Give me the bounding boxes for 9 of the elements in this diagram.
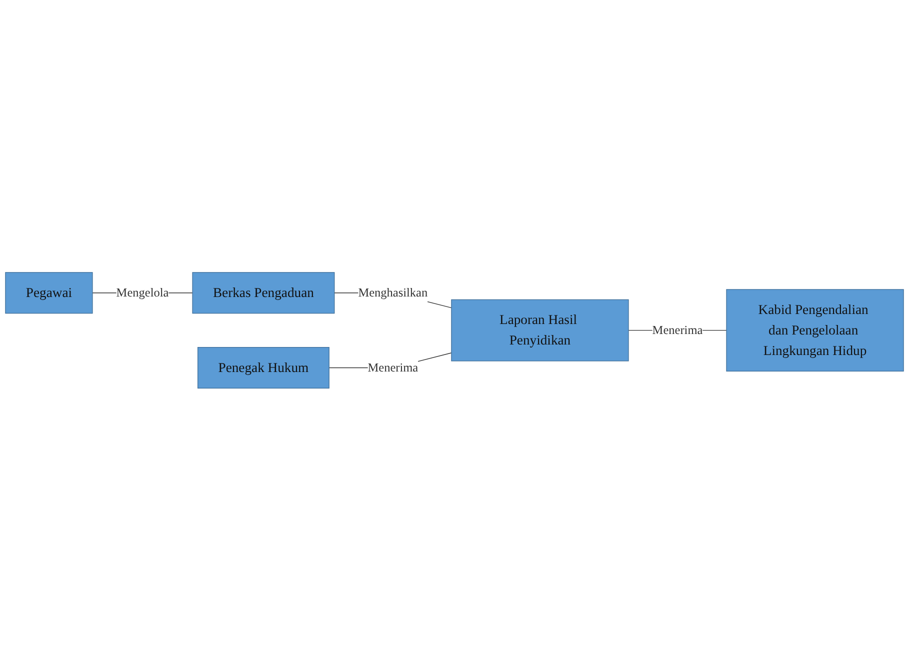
node-box: Kabid Pengendalian dan Pengelolaan Lingkungan Hidup	[726, 288, 904, 372]
edge-label: Menerima	[652, 322, 703, 336]
edge-label: Menghasilkan	[358, 285, 428, 300]
node-box: Berkas Pengaduan	[192, 272, 335, 314]
node-box: Laporan Hasil Penyidikan	[451, 299, 629, 361]
edge-label: Menerima	[368, 360, 418, 374]
edge-label: Mengelola	[116, 285, 169, 300]
node-box: Pegawai	[5, 272, 93, 314]
node-box: Penegak Hukum	[197, 346, 330, 388]
